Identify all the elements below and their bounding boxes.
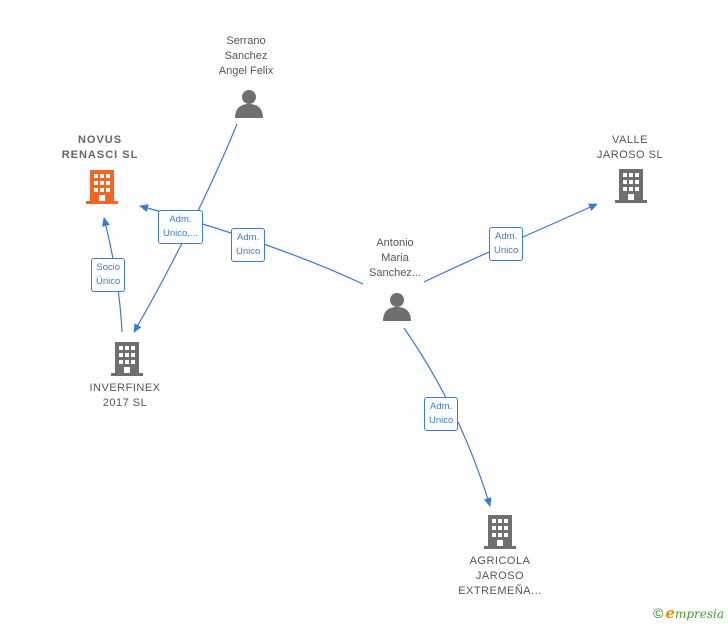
- label-line: Antonio: [376, 237, 414, 249]
- label-line: Sanchez: [224, 50, 268, 62]
- label-line: NOVUS: [77, 134, 123, 146]
- label-line: Angel Felix: [218, 65, 274, 77]
- person-icon[interactable]: [234, 88, 264, 118]
- building-icon[interactable]: [615, 169, 647, 203]
- node-label-valle: VALLE JAROSO SL: [580, 133, 680, 163]
- label-line: INVERFINEX: [89, 382, 161, 394]
- node-label-antonio: Antonio Maria Sanchez...: [345, 236, 445, 281]
- label-line: VALLE: [612, 134, 648, 146]
- node-label-agricola: AGRICOLA JAROSO EXTREMEÑA...: [447, 554, 553, 599]
- node-label-serrano: Serrano Sanchez Angel Felix: [196, 34, 296, 79]
- edge-label-line: Adm.: [169, 214, 192, 225]
- person-icon[interactable]: [382, 291, 412, 321]
- edge-label-line: Unico,...: [163, 228, 198, 239]
- edge-label-line: Adm.: [495, 231, 518, 242]
- label-line: JAROSO SL: [596, 149, 664, 161]
- label-line: Sanchez...: [369, 267, 421, 279]
- building-icon[interactable]: [111, 342, 143, 376]
- brand-initial: e: [665, 604, 675, 622]
- brand-footer[interactable]: ©empresia: [653, 604, 724, 622]
- edge-label-antonio-novus[interactable]: Adm. Unico: [231, 228, 266, 262]
- label-line: Maria: [381, 252, 409, 264]
- edge-label-inverfinex-novus[interactable]: Socio Único: [91, 258, 126, 292]
- edge-label-line: Adm.: [430, 401, 453, 412]
- edge-label-line: Unico: [494, 245, 519, 256]
- building-icon[interactable]: [484, 515, 516, 549]
- brand-rest: mpresia: [674, 607, 724, 621]
- copyright-icon: ©: [653, 605, 664, 621]
- building-icon[interactable]: [86, 170, 118, 204]
- node-label-novus: NOVUS RENASCI SL: [50, 133, 150, 163]
- edge-label-line: Unico: [236, 246, 261, 257]
- label-line: EXTREMEÑA...: [458, 585, 542, 597]
- label-line: RENASCI SL: [61, 149, 139, 161]
- edge-label-antonio-agricola[interactable]: Adm. Unico: [424, 397, 459, 431]
- label-line: AGRICOLA: [469, 555, 531, 567]
- edge-label-serrano-inverfinex[interactable]: Adm. Unico,...: [158, 210, 203, 244]
- node-label-inverfinex: INVERFINEX 2017 SL: [75, 381, 175, 411]
- label-line: Serrano: [226, 35, 266, 47]
- label-line: 2017 SL: [102, 397, 148, 409]
- edge-label-line: Socio: [96, 262, 121, 273]
- edge-label-line: Único: [96, 276, 121, 287]
- label-line: JAROSO: [475, 570, 525, 582]
- edge-label-line: Adm.: [237, 232, 260, 243]
- edge-label-antonio-valle[interactable]: Adm. Unico: [489, 227, 524, 261]
- brand-logo: empresia: [665, 604, 724, 622]
- edge-label-line: Unico: [429, 415, 454, 426]
